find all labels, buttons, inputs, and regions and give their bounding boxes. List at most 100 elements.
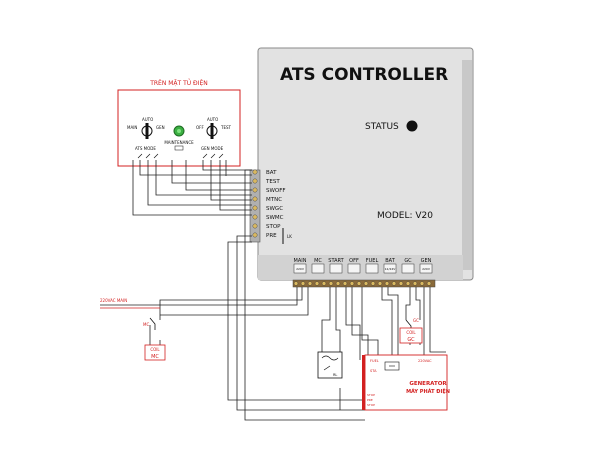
ats-controller: ATS CONTROLLER STATUS MODEL: V20	[257, 47, 474, 281]
left-terminal-screw	[252, 169, 258, 175]
mc-coil-box	[144, 344, 166, 361]
bottom-terminal-box	[365, 263, 379, 274]
generator-stop-1: STOP	[367, 393, 375, 397]
mc-contact-label: MC	[143, 322, 149, 327]
bottom-terminal-screw	[342, 281, 348, 286]
generator-stop-2: STOP	[367, 403, 375, 407]
gen-mode-test: TEST	[220, 125, 232, 130]
bottom-terminal-label: MAIN	[294, 258, 307, 264]
left-terminal-screw	[252, 214, 258, 220]
bottom-terminal-screw	[391, 281, 397, 286]
left-terminal-label: SWGC	[266, 206, 283, 212]
bottom-terminal-box	[401, 263, 415, 274]
controller-title: ATS CONTROLLER	[280, 65, 448, 85]
bottom-terminal-screw	[363, 281, 369, 286]
relay-contact	[323, 365, 331, 371]
relay-box	[317, 351, 343, 379]
bottom-terminal-label: FUEL	[366, 258, 379, 264]
relay-module: RL	[317, 351, 343, 379]
bottom-terminal-sub: 220V	[296, 267, 305, 271]
left-terminal-block: BAT TEST SWOFF MTNC SWGC SWMC STOP PRE LK	[249, 169, 292, 244]
ats-mode-auto: AUTO	[142, 117, 153, 122]
gc-coil-text: COIL	[406, 330, 416, 335]
bottom-terminal-sub: 220V	[422, 267, 431, 271]
gen-mode-label: GEN MODE	[201, 146, 224, 151]
bottom-terminal-screw	[314, 281, 320, 286]
maintenance-contact	[174, 145, 184, 151]
maintenance-label: MAINTENANCE	[164, 140, 194, 145]
bottom-terminal-box	[311, 263, 325, 274]
ats-mode-knob-handle	[145, 123, 149, 139]
left-terminal-label: SWMC	[266, 215, 284, 221]
left-terminal-label: STOP	[266, 224, 281, 230]
control-wires	[100, 160, 446, 421]
left-terminal-label: MTNC	[266, 197, 282, 203]
status-led	[406, 120, 418, 132]
maintenance-button: MAINTENANCE	[164, 125, 194, 151]
main-supply: 220VAC MAIN	[100, 298, 160, 309]
ats-mode-gen: GEN	[156, 125, 165, 130]
gen-mode-selector: OFF AUTO TEST GEN MODE	[196, 117, 232, 151]
bottom-terminal-screw	[384, 281, 390, 286]
mc-contactor: MC COIL MC	[143, 317, 166, 361]
left-terminal-label: SWOFF	[266, 188, 286, 194]
bottom-terminal-box	[347, 263, 361, 274]
status-label: STATUS	[365, 122, 399, 132]
relay-label: RL	[333, 373, 337, 377]
generator: FUEL STA 220VAC STOP PRE STOP GENERATOR …	[362, 354, 450, 411]
generator-output: 220VAC	[418, 359, 432, 363]
bottom-terminal-label: START	[328, 258, 344, 264]
ats-mode-selector: MAIN AUTO GEN ATS MODE	[127, 117, 165, 151]
front-panel-title: TRÊN MẶT TỦ ĐIỆN	[149, 79, 208, 87]
main-supply-label: 220VAC MAIN	[100, 298, 127, 303]
generator-title: GENERATOR	[409, 381, 447, 387]
relay-coil	[321, 355, 339, 361]
bottom-terminal-screw	[426, 281, 432, 286]
bottom-terminal-screw	[377, 281, 383, 286]
ats-mode-label: ATS MODE	[135, 146, 156, 151]
bottom-terminal-screw	[293, 281, 299, 286]
mc-name: MC	[151, 354, 159, 360]
bottom-terminal-screw	[370, 281, 376, 286]
link-bar-label: LK	[287, 234, 292, 239]
front-panel: TRÊN MẶT TỦ ĐIỆN MAIN AUTO GEN ATS MODE …	[117, 79, 241, 167]
left-terminal-screw	[252, 223, 258, 229]
generator-fuel: FUEL	[370, 359, 379, 363]
generator-subtitle: MÁY PHÁT ĐIỆN	[406, 387, 450, 395]
left-terminal-screw	[252, 178, 258, 184]
bottom-terminal-screw	[356, 281, 362, 286]
bottom-terminal-label: GC	[404, 258, 412, 264]
left-terminal-label: TEST	[265, 179, 280, 185]
generator-start: STA	[370, 369, 377, 373]
left-terminal-label: BAT	[266, 170, 277, 176]
gc-contact-label: GC	[413, 318, 419, 323]
gen-mode-auto: AUTO	[207, 117, 218, 122]
bottom-terminal-screw	[419, 281, 425, 286]
bottom-terminal-screw	[335, 281, 341, 286]
ats-mode-main: MAIN	[127, 125, 137, 130]
bottom-terminal-box	[293, 263, 307, 274]
bottom-terminal-label: OFF	[349, 258, 359, 264]
left-terminal-screw	[252, 205, 258, 211]
bottom-terminal-box	[419, 263, 433, 274]
bottom-terminal-screw	[328, 281, 334, 286]
bottom-terminal-screw	[300, 281, 306, 286]
bottom-terminal-sub: 12/24V	[385, 267, 397, 271]
left-terminal-label: PRE	[266, 233, 277, 239]
bottom-terminal-screw	[349, 281, 355, 286]
gc-coil-box	[399, 327, 423, 344]
generator-pre: PRE	[367, 398, 373, 402]
gc-contactor: GC COIL GC	[399, 318, 423, 344]
bottom-terminal-screw	[307, 281, 313, 286]
bottom-terminal-label: BAT	[385, 258, 395, 264]
bottom-terminal-label: MC	[314, 258, 322, 264]
panel-switch-contacts	[137, 153, 224, 159]
maintenance-lamp-center	[177, 129, 181, 133]
mc-contact	[149, 317, 156, 330]
bottom-terminal-box	[329, 263, 343, 274]
gen-mode-off: OFF	[196, 125, 204, 130]
bottom-terminal-screw	[412, 281, 418, 286]
